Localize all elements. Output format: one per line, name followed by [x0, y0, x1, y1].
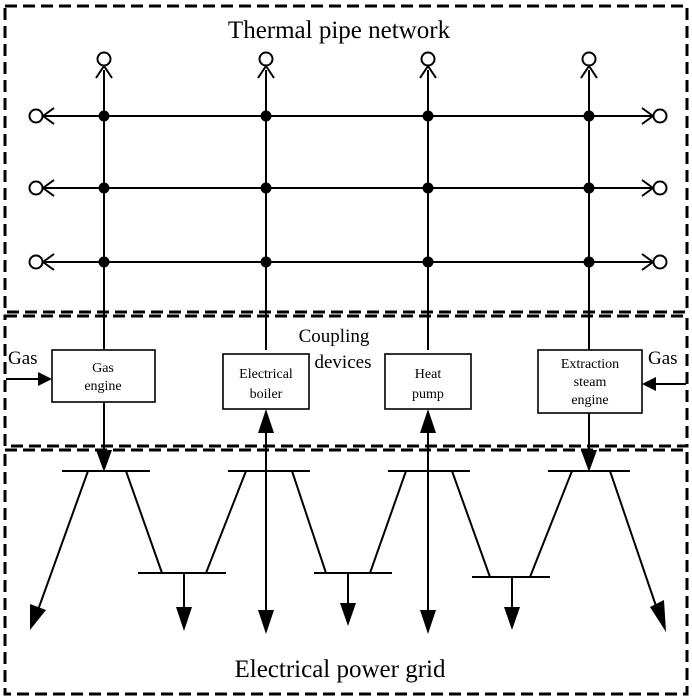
- arrow-down-icon: [96, 450, 112, 472]
- terminal-node-icon: [641, 107, 668, 125]
- device-label-line: pump: [412, 387, 444, 402]
- junction-dot: [422, 110, 434, 122]
- arrow-down-icon: [340, 603, 356, 626]
- terminal-node-icon: [580, 51, 598, 79]
- device-electrical-boiler: Electrical boiler: [222, 353, 310, 410]
- junction-dot: [583, 256, 595, 268]
- device-heat-pump: Heat pump: [384, 353, 472, 410]
- load-arrows: [30, 573, 666, 632]
- arrow-down-icon: [176, 607, 192, 631]
- coupling-zone-frame: [3, 314, 689, 448]
- junction-dot: [260, 110, 272, 122]
- grid-zone-title: Electrical power grid: [234, 656, 446, 683]
- gas-label-right: Gas: [648, 348, 678, 369]
- device-label-line: engine: [571, 393, 608, 408]
- arrow-down-icon: [258, 610, 274, 634]
- gas-input-left: Gas: [6, 348, 52, 386]
- arrow-down-icon: [30, 604, 46, 630]
- device-label-line: steam: [574, 375, 607, 390]
- device-extraction-steam-engine: Extraction steam engine: [537, 349, 643, 414]
- thermal-zone-frame: [3, 4, 689, 314]
- arrow-down-icon: [581, 450, 597, 472]
- arrow-down-icon: [504, 607, 520, 630]
- device-gas-engine: Gas engine: [51, 349, 156, 403]
- device-label-line: engine: [84, 379, 121, 394]
- junction-dot: [583, 182, 595, 194]
- gas-label-left: Gas: [8, 348, 38, 369]
- junction-dot: [422, 256, 434, 268]
- terminal-node-icon: [641, 253, 668, 271]
- junction-dot: [583, 110, 595, 122]
- terminal-node-icon: [419, 51, 437, 79]
- vertical-pipes: [103, 70, 590, 350]
- device-box: [51, 349, 156, 403]
- terminal-node-icon: [28, 107, 55, 125]
- junction-dots: [98, 110, 595, 268]
- arrow-up-icon: [258, 409, 274, 433]
- coupling-zone-title-line1: Coupling: [299, 326, 370, 347]
- junction-dot: [98, 256, 110, 268]
- arrow-down-icon: [650, 600, 666, 632]
- device-box: [222, 353, 310, 410]
- device-label-line: Gas: [92, 361, 114, 376]
- coupling-zone-title-line2: devices: [315, 352, 372, 373]
- junction-dot: [98, 110, 110, 122]
- junction-dot: [260, 182, 272, 194]
- terminal-node-icon: [95, 51, 113, 79]
- device-label-line: Electrical: [239, 367, 293, 382]
- top-terminals: [95, 51, 598, 79]
- device-label-line: Extraction: [561, 357, 619, 372]
- device-box: [537, 349, 643, 414]
- terminal-node-icon: [641, 179, 668, 197]
- junction-dot: [260, 256, 272, 268]
- device-box: [384, 353, 472, 410]
- horizontal-pipes: [42, 115, 656, 263]
- junction-dot: [422, 182, 434, 194]
- arrow-right-icon: [38, 372, 52, 386]
- device-label-line: boiler: [250, 387, 283, 402]
- grid-buses: [62, 470, 630, 578]
- terminal-node-icon: [28, 253, 55, 271]
- arrow-left-icon: [642, 377, 656, 391]
- gas-input-right: Gas: [642, 348, 686, 391]
- terminal-node-icon: [257, 51, 275, 79]
- terminal-node-icon: [28, 179, 55, 197]
- grid-lines: [37, 470, 657, 611]
- arrow-down-icon: [420, 610, 436, 634]
- grid-zone-frame: [3, 448, 689, 696]
- arrow-up-icon: [420, 409, 436, 433]
- device-label-line: Heat: [415, 367, 442, 382]
- device-grid-links: [96, 402, 597, 634]
- thermal-zone-title: Thermal pipe network: [228, 17, 451, 44]
- junction-dot: [98, 182, 110, 194]
- side-terminals: [28, 107, 668, 271]
